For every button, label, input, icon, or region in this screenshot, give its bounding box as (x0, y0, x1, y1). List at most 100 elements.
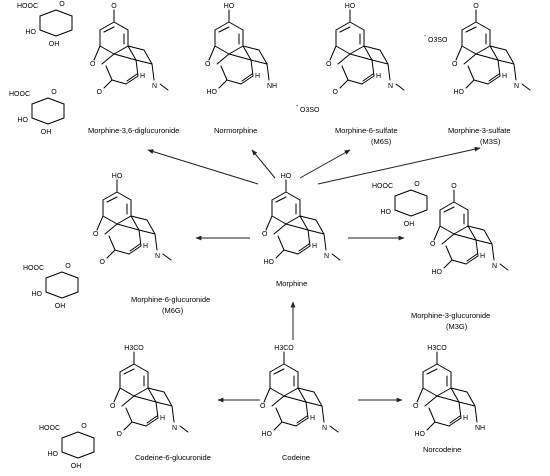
c6-substituent: O (100, 259, 106, 266)
ring-c-bond (349, 53, 373, 61)
ring-c-bond (473, 79, 489, 85)
c6-bond (443, 259, 453, 269)
aromatic-bond (228, 45, 244, 55)
cooh-group: HOOC (39, 425, 60, 432)
ether-bond (455, 45, 463, 61)
c6-bond (218, 79, 228, 89)
sugar-ring-oxygen: O (414, 181, 420, 188)
label-m3g: Morphine-3-glucuronide (411, 311, 490, 320)
ring-double (296, 415, 308, 424)
ether-bond (329, 45, 337, 61)
pip-bond (497, 59, 515, 65)
aromatic-bond (283, 363, 299, 373)
ether-bond (121, 395, 135, 407)
sugar-bond (47, 117, 65, 125)
sugar-bond (394, 189, 412, 197)
ring-oxygen: O (413, 403, 419, 410)
cooh-group: HOOC (23, 265, 44, 272)
ring-double (449, 415, 461, 424)
c6-bond (123, 421, 133, 431)
aromatic-bond (475, 45, 491, 55)
h-atom: H (376, 73, 381, 80)
ring-oxygen: O (430, 241, 436, 248)
ring-c-bond (125, 407, 133, 423)
aromatic-bond (133, 387, 149, 397)
ring-c-bond (283, 395, 307, 403)
h-atom: H (255, 73, 260, 80)
ring-oxygen: O (326, 61, 332, 68)
ring-double (126, 73, 138, 82)
ring-c-bond (347, 79, 363, 85)
ring-c-bond (445, 245, 453, 261)
ring-c-bond (453, 233, 477, 241)
pip-bond (154, 233, 158, 251)
ring-oxygen: O (110, 403, 116, 410)
arrow-to-normorphine (251, 149, 276, 179)
ring-c-bond (341, 65, 349, 81)
ring-c-bond (307, 229, 311, 247)
c3-substituent: HO (345, 3, 356, 10)
sugar-bond (77, 431, 95, 439)
pip-bond (467, 225, 477, 241)
sugar-bond (45, 271, 63, 279)
c6-substituent: HO (432, 269, 443, 276)
c6-substituent: HO (264, 259, 275, 266)
pip-bond (475, 239, 493, 245)
ring-c-bond (228, 53, 252, 61)
aromatic-bond (271, 215, 287, 225)
pip-bond (147, 387, 165, 393)
sugar-bond (61, 271, 79, 279)
sugar-ring-oxygen: O (81, 423, 87, 430)
aromatic-bond (102, 215, 118, 225)
aromatic-bond (113, 45, 129, 55)
pip-bond (363, 45, 373, 61)
label-norcodeine: Norcodeine (423, 445, 461, 454)
h-atom: H (140, 73, 145, 80)
aromatic-double (218, 26, 230, 33)
sulfate-group: O3SO (300, 107, 320, 114)
nh-atom: NH (267, 83, 277, 90)
c6-substituent: HO (454, 89, 465, 96)
ether-bond (416, 387, 424, 403)
label-codeine: Codeine (282, 453, 310, 462)
sugar-oh-left: HO (18, 117, 29, 124)
arrow-to-m6s (299, 149, 351, 179)
aromatic-bond (436, 363, 452, 373)
cooh-group: HOOC (9, 91, 30, 98)
aromatic-bond (214, 45, 230, 55)
ether-bond (433, 225, 441, 241)
n-methyl (395, 83, 405, 91)
label-m6g-abbr: (M6G) (162, 306, 184, 315)
pip-bond (297, 387, 315, 393)
aromatic-bond (461, 21, 477, 31)
aromatic-bond (349, 21, 365, 31)
ring-oxygen: O (90, 61, 96, 68)
c6-substituent: O (333, 89, 339, 96)
pip-bond (299, 215, 309, 231)
ether-bond (273, 223, 287, 235)
ring-c-bond (125, 75, 139, 85)
ring-c-bond (434, 421, 450, 427)
label-m3s-abbr: (M3S) (480, 137, 501, 146)
aromatic-bond (119, 387, 135, 397)
pip-bond (138, 229, 156, 235)
n-atom: N (514, 83, 519, 90)
c6-bond (273, 421, 283, 431)
ether-bond (93, 45, 101, 61)
pip-bond (266, 63, 270, 81)
pip-bond (513, 63, 517, 81)
ring-c-bond (371, 59, 375, 77)
n-methyl (331, 253, 341, 261)
aromatic-bond (99, 45, 115, 55)
ring-c-bond (138, 229, 142, 247)
aromatic-bond (269, 363, 285, 373)
aromatic-double (426, 368, 438, 375)
ring-double (488, 73, 500, 82)
pip-bond (483, 229, 493, 245)
h-atom: H (480, 253, 485, 260)
pip-bond (151, 63, 155, 81)
